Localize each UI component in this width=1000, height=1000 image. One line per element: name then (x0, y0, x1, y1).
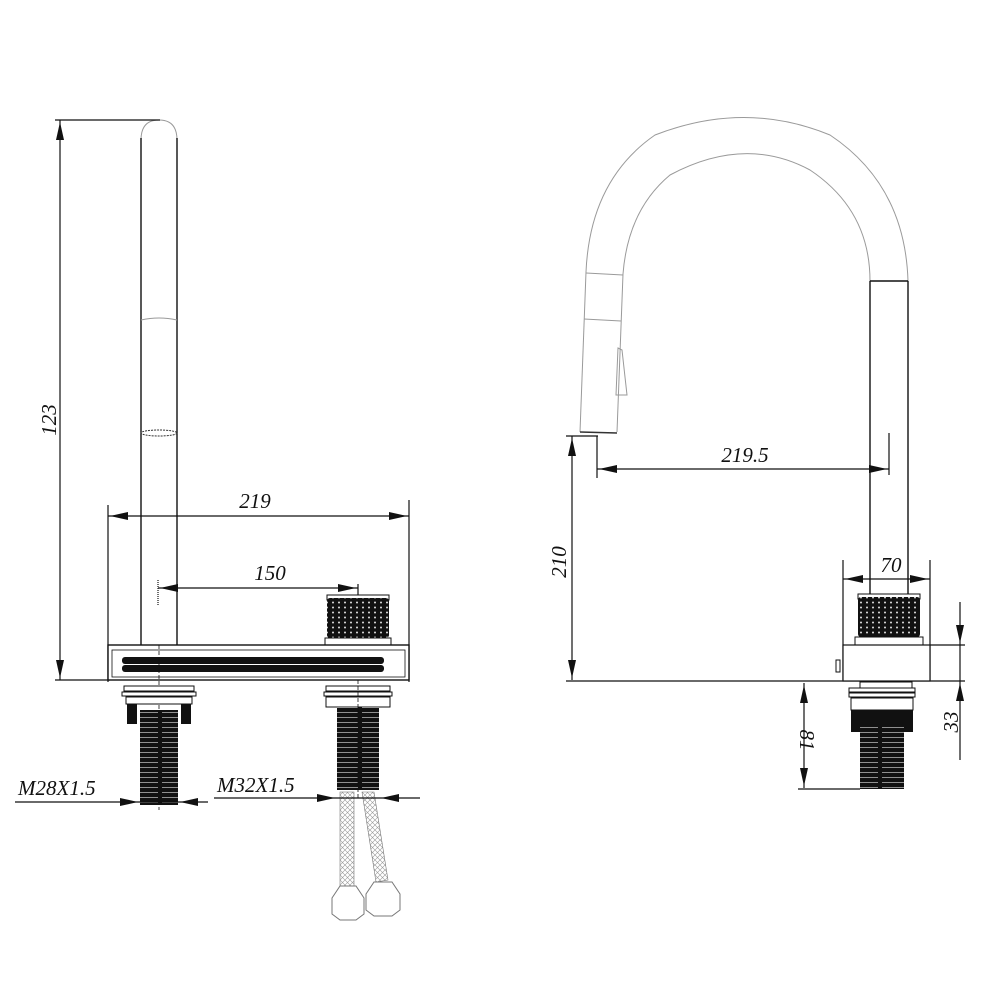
reach-label: 219.5 (721, 443, 768, 467)
thread-right-label: M32X1.5 (216, 773, 295, 797)
height-label: 123 (37, 404, 61, 436)
base-height-dimension: 33 (930, 602, 965, 760)
front-spout (140, 119, 178, 645)
width-dimension: 219 (107, 489, 410, 682)
shank-length-label: 81 (795, 730, 819, 751)
front-view: 123 219 150 (15, 119, 420, 921)
front-base-plate (107, 644, 410, 810)
side-handle-knob (835, 593, 931, 682)
spout-height-dimension: 210 (547, 435, 598, 680)
handle-offset-dimension: 150 (157, 561, 359, 605)
thread-left-label: M28X1.5 (17, 776, 96, 800)
supply-hoses (331, 791, 401, 921)
shank-length-dimension: 81 (795, 683, 860, 790)
thread-left-dimension: M28X1.5 (15, 776, 208, 806)
handle-offset-label: 150 (254, 561, 286, 585)
side-shank (848, 681, 916, 789)
spout-height-label: 210 (547, 546, 571, 578)
height-dimension: 123 (37, 119, 160, 681)
width-label: 219 (239, 489, 271, 513)
side-view: 219.5 210 70 (547, 117, 965, 790)
front-handle-knob (324, 594, 392, 647)
reach-dimension: 219.5 (596, 433, 890, 478)
right-shank (323, 680, 393, 800)
gooseneck-spout (579, 117, 909, 595)
base-height-label: 33 (939, 712, 963, 734)
thread-right-dimension: M32X1.5 (214, 773, 420, 802)
base-width-label: 70 (881, 553, 903, 577)
left-shank (121, 685, 197, 805)
